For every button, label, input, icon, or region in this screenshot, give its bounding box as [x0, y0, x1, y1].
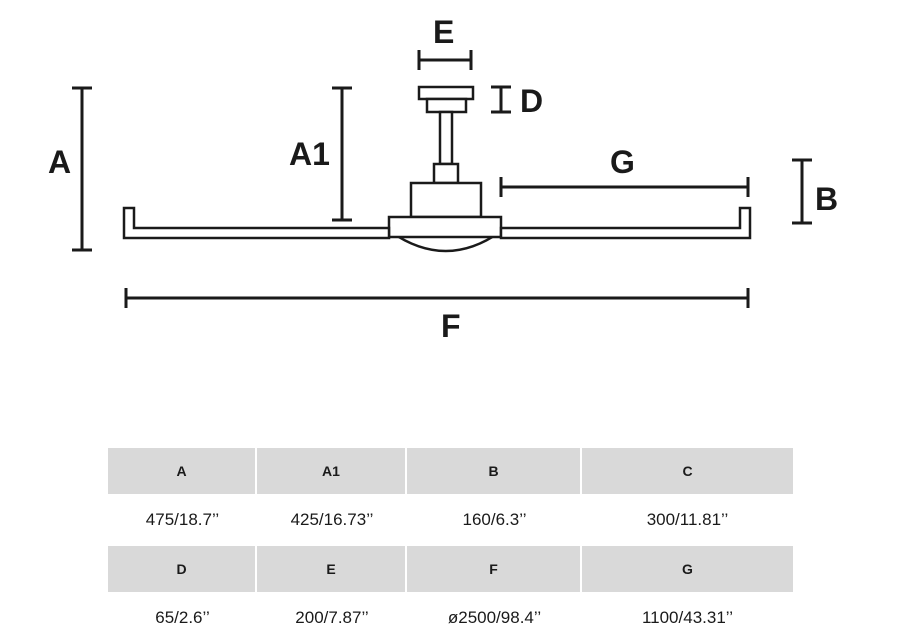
canopy-base	[425, 97, 468, 114]
dimension-a1	[332, 86, 352, 222]
canopy-plate	[417, 85, 475, 101]
dimension-e	[417, 50, 473, 70]
label-e: E	[433, 14, 454, 50]
value-cell: ø2500/98.4’’	[447, 608, 542, 627]
header-cell: A1	[257, 448, 407, 494]
header-cell: G	[582, 546, 793, 592]
table-value-row: 65/2.6’’ 200/7.87’’ ø2500/98.4’’ 1100/43…	[108, 592, 793, 644]
header-cell: E	[257, 546, 407, 592]
table-header-row: D E F G	[108, 546, 793, 592]
table-header-row: A A1 B C	[108, 448, 793, 494]
header-cell: D	[108, 546, 257, 592]
dimension-b	[792, 158, 812, 225]
dimension-d	[491, 85, 511, 114]
label-a1: A1	[289, 136, 330, 172]
downrod	[438, 110, 454, 166]
label-f: F	[441, 308, 461, 344]
header-cell: A	[108, 448, 257, 494]
header-cell: C	[582, 448, 793, 494]
value-cell: 65/2.6’’	[155, 608, 210, 627]
blade-hub	[387, 215, 503, 239]
dimension-f	[124, 288, 750, 308]
label-a: A	[48, 144, 71, 180]
dimension-a	[72, 86, 92, 252]
ceiling-fan-dimension-diagram: A A1 E D G B F	[48, 14, 838, 344]
value-cell: 475/18.7’’	[145, 510, 220, 529]
ceiling-fan-drawing	[122, 85, 752, 253]
right-blade	[499, 206, 752, 240]
label-d: D	[520, 83, 543, 119]
value-cell: 300/11.81’’	[646, 510, 729, 529]
header-cell: F	[407, 546, 582, 592]
label-g: G	[610, 144, 635, 180]
downrod-coupler	[432, 162, 460, 185]
dimension-g	[499, 177, 750, 197]
motor-housing	[409, 181, 483, 219]
dimension-table: A A1 B C 475/18.7’’ 425/16.73’’ 160/6.3’…	[108, 448, 793, 644]
value-cell: 160/6.3’’	[462, 510, 527, 529]
value-cell: 200/7.87’’	[295, 608, 369, 627]
left-blade	[122, 206, 391, 240]
label-b: B	[815, 181, 838, 217]
value-cell: 425/16.73’’	[290, 510, 374, 529]
value-cell: 1100/43.31’’	[641, 608, 734, 627]
header-cell: B	[407, 448, 582, 494]
table-value-row: 475/18.7’’ 425/16.73’’ 160/6.3’’ 300/11.…	[108, 494, 793, 546]
